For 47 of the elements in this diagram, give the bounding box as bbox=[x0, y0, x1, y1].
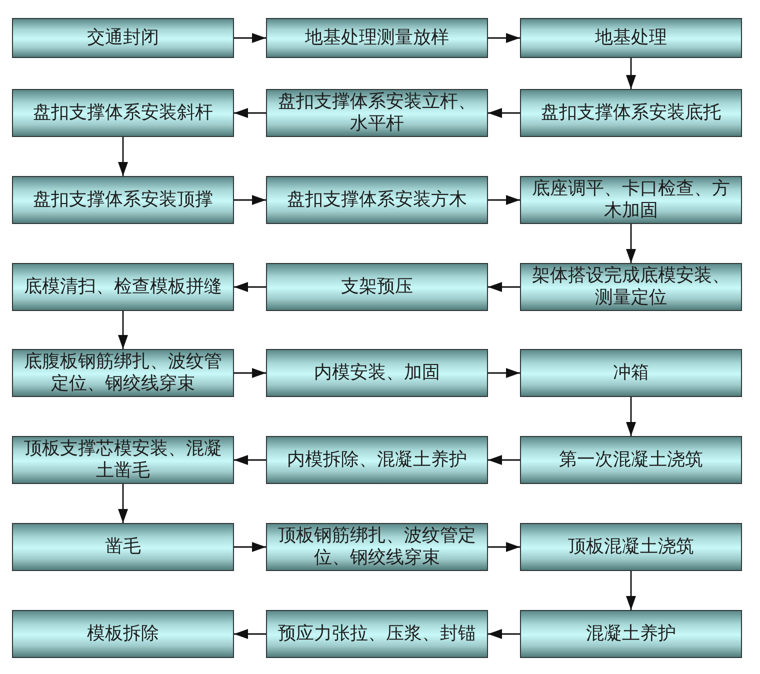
arrow bbox=[488, 108, 520, 118]
arrow bbox=[234, 629, 266, 639]
arrow bbox=[488, 282, 520, 292]
process-box: 底腹板钢筋绑扎、波纹管定位、钢绞线穿束 bbox=[12, 349, 234, 397]
arrow bbox=[118, 311, 128, 349]
process-box: 盘扣支撑体系安装方木 bbox=[266, 176, 488, 224]
process-box: 底座调平、卡口检查、方木加固 bbox=[520, 176, 742, 224]
process-box: 盘扣支撑体系安装顶撑 bbox=[12, 176, 234, 224]
process-box: 冲箱 bbox=[520, 349, 742, 397]
arrow bbox=[488, 195, 520, 205]
process-box: 地基处理 bbox=[520, 18, 742, 58]
process-box: 盘扣支撑体系安装立杆、水平杆 bbox=[266, 89, 488, 137]
arrow bbox=[234, 195, 266, 205]
arrow bbox=[488, 368, 520, 378]
process-box: 支架预压 bbox=[266, 263, 488, 311]
arrow bbox=[234, 108, 266, 118]
arrow bbox=[234, 282, 266, 292]
arrow bbox=[488, 542, 520, 552]
arrow bbox=[234, 542, 266, 552]
arrow bbox=[626, 397, 636, 436]
arrow bbox=[118, 137, 128, 176]
arrow bbox=[626, 58, 636, 89]
process-box: 顶板支撑芯模安装、混凝土凿毛 bbox=[12, 436, 234, 484]
arrow bbox=[234, 455, 266, 465]
arrow bbox=[234, 368, 266, 378]
process-box: 顶板混凝土浇筑 bbox=[520, 523, 742, 571]
process-box: 预应力张拉、压浆、封锚 bbox=[266, 610, 488, 658]
arrow bbox=[626, 571, 636, 610]
arrow bbox=[488, 33, 520, 43]
process-box: 顶板钢筋绑扎、波纹管定位、钢绞线穿束 bbox=[266, 523, 488, 571]
process-box: 地基处理测量放样 bbox=[266, 18, 488, 58]
process-box: 第一次混凝土浇筑 bbox=[520, 436, 742, 484]
process-box: 交通封闭 bbox=[12, 18, 234, 58]
arrow bbox=[118, 484, 128, 523]
process-box: 架体搭设完成底模安装、测量定位 bbox=[520, 263, 742, 311]
process-box: 盘扣支撑体系安装底托 bbox=[520, 89, 742, 137]
process-box: 模板拆除 bbox=[12, 610, 234, 658]
process-box: 底模清扫、检查模板拼缝 bbox=[12, 263, 234, 311]
process-box: 内模安装、加固 bbox=[266, 349, 488, 397]
arrow bbox=[234, 33, 266, 43]
process-box: 凿毛 bbox=[12, 523, 234, 571]
arrow bbox=[488, 629, 520, 639]
process-box: 盘扣支撑体系安装斜杆 bbox=[12, 89, 234, 137]
process-box: 混凝土养护 bbox=[520, 610, 742, 658]
arrow bbox=[488, 455, 520, 465]
process-box: 内模拆除、混凝土养护 bbox=[266, 436, 488, 484]
arrow bbox=[626, 224, 636, 263]
